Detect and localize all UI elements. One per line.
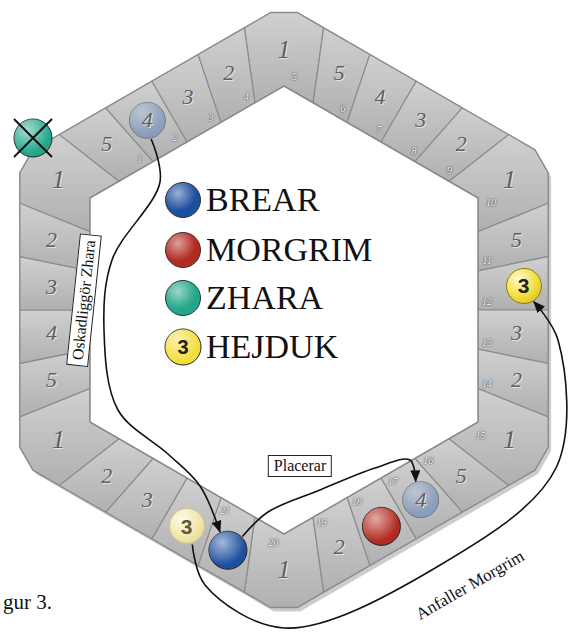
faded-blue-token bbox=[403, 482, 439, 518]
track-value: 3 bbox=[46, 276, 57, 298]
faded-yellow-token: 3 bbox=[169, 508, 205, 544]
square-number: 20 bbox=[269, 538, 279, 548]
token-shine bbox=[165, 329, 201, 365]
track-value: 4 bbox=[415, 489, 426, 511]
square-number: 11 bbox=[482, 256, 491, 266]
track-value: 3 bbox=[183, 86, 194, 108]
square-number: 5 bbox=[292, 72, 297, 82]
yellow-token: 3 bbox=[506, 268, 542, 304]
track-value: 2 bbox=[456, 133, 467, 155]
legend-swatch bbox=[165, 280, 201, 316]
move-arrow bbox=[104, 139, 220, 532]
square-number: 15 bbox=[476, 431, 486, 441]
square-number: 6 bbox=[340, 104, 345, 114]
track-value: 2 bbox=[334, 536, 345, 558]
track-value: 4 bbox=[46, 322, 57, 344]
track-square bbox=[478, 349, 548, 417]
legend-text: HEJDUK bbox=[206, 330, 338, 364]
board-outline bbox=[20, 13, 548, 608]
board-centre bbox=[90, 86, 478, 534]
blue-token bbox=[209, 531, 247, 569]
legend-swatch bbox=[165, 232, 201, 268]
square-number: 2 bbox=[173, 133, 178, 143]
square-number: 19 bbox=[317, 518, 327, 528]
cross-mark bbox=[14, 119, 52, 157]
track-value: 2 bbox=[101, 465, 112, 487]
token-shine bbox=[403, 482, 439, 518]
legend-text: MORGRIM bbox=[206, 233, 372, 267]
token-number: 3 bbox=[181, 516, 193, 537]
token-shine bbox=[209, 531, 247, 569]
legend-swatch bbox=[165, 182, 201, 218]
square-number: 1 bbox=[137, 154, 142, 164]
square-number: 9 bbox=[447, 166, 452, 176]
square-number: 10 bbox=[486, 198, 496, 208]
track-value: 2 bbox=[46, 229, 57, 251]
red-token bbox=[362, 507, 400, 545]
arrow-label: Anfaller Morgrim bbox=[411, 546, 529, 624]
square-number: 4 bbox=[244, 92, 249, 102]
teal-token bbox=[14, 119, 52, 157]
square-number: 18 bbox=[352, 497, 362, 507]
square-number: 13 bbox=[482, 338, 492, 348]
track-value: 5 bbox=[511, 229, 522, 251]
track-value: 4 bbox=[374, 86, 385, 108]
blue-token bbox=[209, 531, 247, 569]
square-number: 14 bbox=[482, 379, 492, 389]
token-number: 3 bbox=[518, 275, 530, 296]
track-value: 1 bbox=[278, 37, 291, 63]
track-value: 5 bbox=[456, 465, 467, 487]
track-value: 2 bbox=[223, 62, 234, 84]
track-value: 1 bbox=[503, 167, 516, 193]
track-value: 5 bbox=[101, 133, 112, 155]
red-token bbox=[362, 507, 400, 545]
teal-token bbox=[14, 119, 52, 157]
track-value: 1 bbox=[503, 427, 516, 453]
square-number: 8 bbox=[411, 146, 416, 156]
board-shadow bbox=[23, 17, 551, 612]
track-value: 1 bbox=[52, 427, 65, 453]
figure-caption: gur 3. bbox=[3, 592, 52, 613]
track-value: 5 bbox=[46, 369, 57, 391]
action-label: Placerar bbox=[268, 455, 332, 477]
attack-arrow bbox=[192, 302, 567, 628]
faded-blue-token bbox=[129, 102, 165, 138]
token-shine bbox=[362, 507, 400, 545]
track-value: 4 bbox=[142, 109, 153, 131]
token-shine bbox=[14, 119, 52, 157]
square-number: 7 bbox=[376, 125, 381, 135]
track-value: 2 bbox=[511, 369, 522, 391]
track-value: 3 bbox=[415, 109, 426, 131]
square-number: 12 bbox=[482, 297, 492, 307]
square-number: 16 bbox=[423, 456, 433, 466]
track-value: 1 bbox=[52, 167, 65, 193]
faded-blue-token bbox=[129, 102, 165, 138]
faded-blue-token bbox=[403, 482, 439, 518]
legend-yellow-token bbox=[165, 329, 201, 365]
legend-text: BREAR bbox=[206, 183, 319, 217]
track-value: 3 bbox=[142, 489, 153, 511]
token-shine bbox=[129, 102, 165, 138]
token-number: 3 bbox=[177, 337, 188, 357]
legend-text: ZHARA bbox=[206, 281, 323, 315]
track-square bbox=[478, 257, 548, 310]
square-number: 17 bbox=[388, 477, 398, 487]
track-value: 1 bbox=[278, 557, 291, 583]
track-value: 5 bbox=[334, 62, 345, 84]
legend-yellow-token bbox=[165, 329, 201, 365]
track-value: 3 bbox=[511, 322, 522, 344]
square-number: 21 bbox=[220, 506, 230, 516]
square-number: 3 bbox=[208, 113, 213, 123]
